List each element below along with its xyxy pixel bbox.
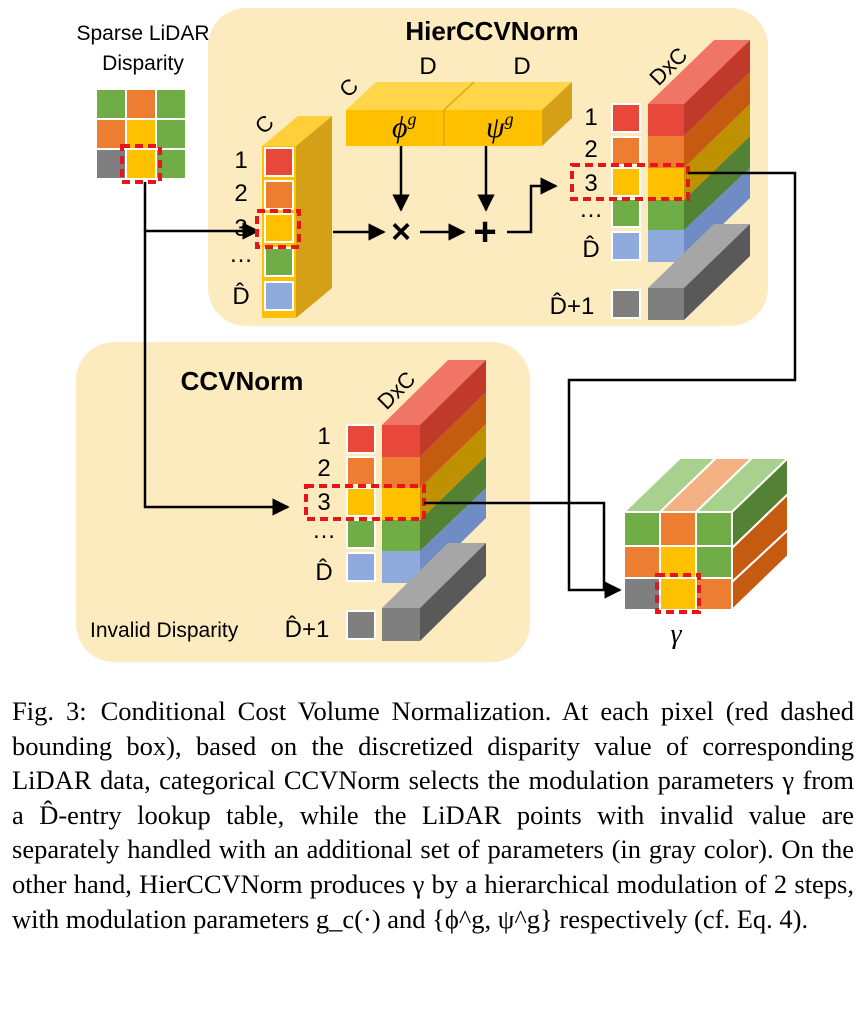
- ccv-index-labels: 1 2 3 … D̂: [312, 423, 336, 586]
- dim-d-label-psi: D: [513, 53, 530, 80]
- svg-text:3: 3: [317, 489, 330, 516]
- hierccvnorm-title: HierCCVNorm: [405, 16, 578, 46]
- c-column-selected-box: [255, 209, 301, 249]
- output-arrows: [424, 171, 797, 599]
- hier-left-index-labels: 1 2 3 … D̂: [229, 147, 253, 310]
- sparse-lidar-grid: [95, 88, 187, 180]
- figure-caption: Fig. 3:Conditional Cost Volume Normaliza…: [12, 694, 854, 936]
- svg-text:D̂: D̂: [315, 558, 332, 586]
- c-column-cells: [264, 147, 294, 311]
- psi-g-symbol: ψg: [486, 109, 514, 144]
- svg-text:2: 2: [317, 455, 330, 482]
- gamma-selected-pixel-box: [655, 573, 701, 614]
- multiply-symbol: ×: [391, 213, 411, 251]
- ccv-lookup-index-cells: [346, 424, 376, 640]
- svg-text:…: …: [229, 241, 253, 268]
- svg-text:3: 3: [584, 170, 597, 197]
- gamma-symbol: γ: [670, 619, 682, 650]
- figure-diagram: Sparse LiDAR Disparity HierCCVNorm C 1 2: [76, 8, 797, 662]
- plus-symbol: +: [473, 210, 496, 254]
- input-selected-pixel-box: [120, 144, 162, 184]
- invalid-disparity-text: Invalid Disparity: [90, 619, 239, 642]
- caption-label: Fig. 3:: [12, 696, 87, 726]
- svg-text:…: …: [579, 196, 603, 223]
- hier-right-index-labels: 1 2 3 … D̂: [579, 104, 603, 263]
- ccv-invalid-index-label: D̂+1: [285, 615, 330, 643]
- phi-g-symbol: ϕg: [392, 109, 417, 144]
- svg-text:1: 1: [317, 423, 330, 450]
- svg-text:2: 2: [234, 180, 247, 207]
- hier-invalid-index-label: D̂+1: [550, 292, 595, 320]
- hier-selected-row-box: [570, 163, 690, 201]
- svg-text:1: 1: [584, 104, 597, 131]
- svg-text:1: 1: [234, 147, 247, 174]
- svg-text:3: 3: [234, 215, 247, 242]
- input-title-line1: Sparse LiDAR: [76, 22, 209, 45]
- svg-text:D̂: D̂: [232, 282, 249, 310]
- hier-lookup-table-3d: [648, 40, 750, 320]
- hier-lookup-index-cells: [611, 103, 641, 319]
- input-title-line2: Disparity: [102, 52, 184, 75]
- dim-d-label-phi: D: [419, 53, 436, 80]
- ccv-lookup-table-3d: [382, 360, 486, 641]
- svg-text:D̂: D̂: [582, 235, 599, 263]
- caption-text: Conditional Cost Volume Normalization. A…: [12, 696, 854, 934]
- gamma-output-volume: [621, 455, 791, 613]
- svg-text:2: 2: [584, 136, 597, 163]
- svg-text:…: …: [312, 517, 336, 544]
- phi-psi-blocks: [346, 81, 572, 146]
- input-arrows: [143, 182, 290, 516]
- hier-operation-arrows: [333, 146, 558, 241]
- ccvnorm-title: CCVNorm: [181, 366, 304, 396]
